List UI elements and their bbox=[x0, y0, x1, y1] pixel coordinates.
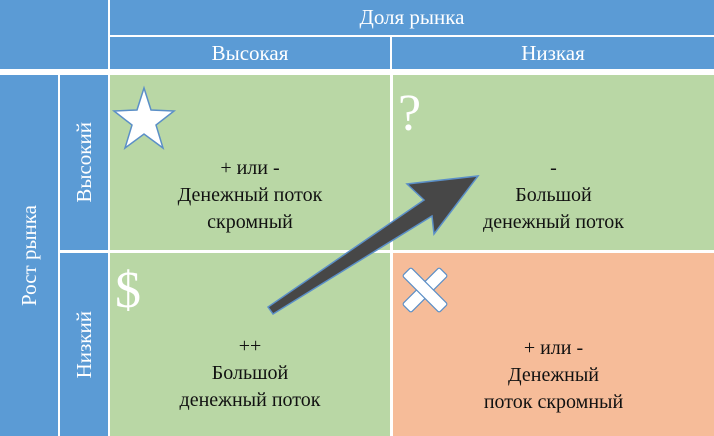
dog-line1: + или - bbox=[523, 337, 584, 359]
question-line2: Большой bbox=[515, 184, 592, 206]
star-cell: + или - Денежный поток скромный bbox=[110, 75, 390, 250]
growth-high-header: Высокий bbox=[60, 75, 108, 250]
share-high-header: Высокая bbox=[110, 37, 390, 69]
star-line3: скромный bbox=[207, 211, 293, 233]
star-line1: + или - bbox=[220, 157, 280, 179]
question-mark-icon: ? bbox=[398, 85, 422, 142]
dog-line2: Денежный bbox=[507, 364, 599, 386]
cash-cow-line2: Большой bbox=[211, 362, 289, 384]
market-share-header: Доля рынка bbox=[110, 0, 714, 35]
cash-cow-line3: денежный поток bbox=[179, 389, 321, 411]
cash-cow-cell: ++ Большой денежный поток bbox=[110, 253, 390, 436]
dollar-icon: $ bbox=[115, 262, 141, 319]
corner-cell bbox=[0, 0, 108, 69]
cash-cow-line1: ++ bbox=[238, 335, 262, 357]
question-line1: - bbox=[550, 157, 557, 179]
question-cell: - Большой денежный поток bbox=[393, 75, 714, 250]
dog-line3: поток скромный bbox=[483, 391, 624, 413]
share-low-header: Низкая bbox=[392, 37, 714, 69]
market-growth-header: Рост рынка bbox=[0, 75, 58, 436]
dog-cell: + или - Денежный поток скромный bbox=[393, 253, 714, 436]
x-icon bbox=[402, 267, 448, 313]
question-line3: денежный поток bbox=[483, 211, 624, 233]
star-icon bbox=[111, 85, 177, 150]
growth-low-header: Низкий bbox=[60, 253, 108, 436]
star-line2: Денежный поток bbox=[177, 184, 323, 206]
arrow-icon bbox=[266, 175, 480, 316]
